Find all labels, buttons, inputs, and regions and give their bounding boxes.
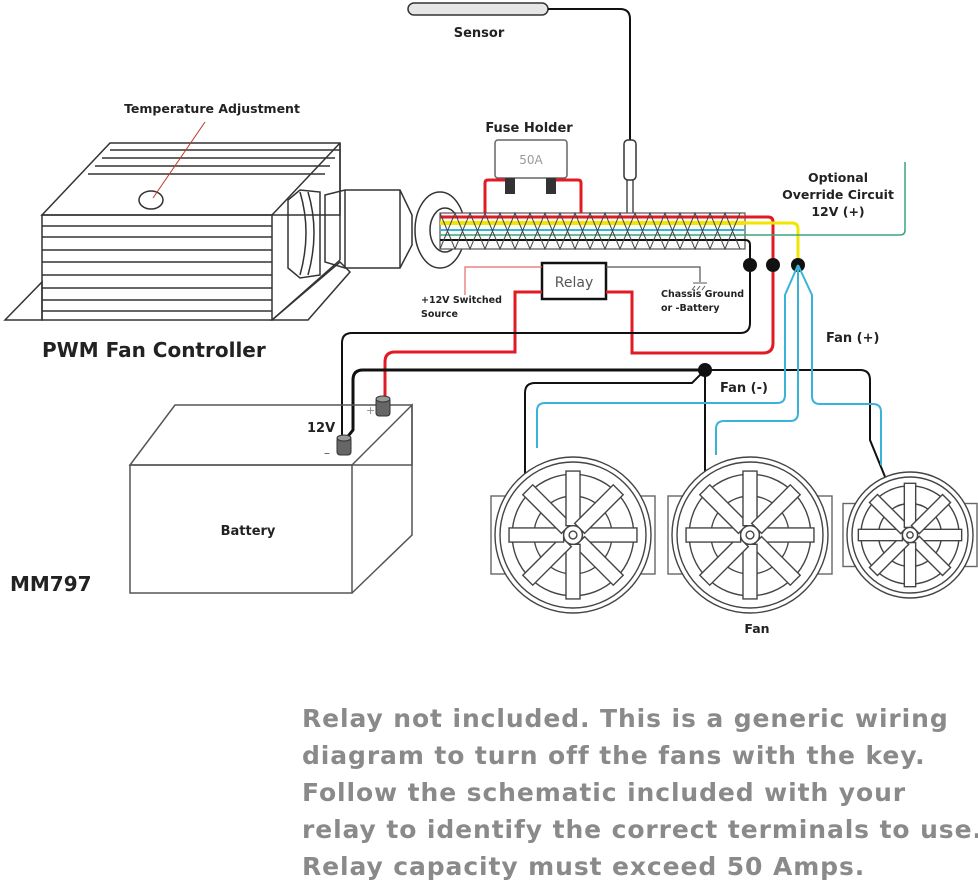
- ground-wire-exit: [744, 239, 751, 265]
- switched-source-label-line2: Source: [421, 309, 458, 320]
- override-label-line1: Optional: [808, 170, 868, 185]
- battery-plus-label: +: [366, 404, 375, 417]
- caption-line: Relay not included. This is a generic wi…: [302, 704, 949, 733]
- battery-minus-label: –: [324, 446, 330, 460]
- relay-box: [540, 261, 608, 301]
- override-label-line2: Override Circuit: [782, 187, 894, 202]
- sensor-label: Sensor: [454, 26, 505, 41]
- battery: [128, 403, 413, 594]
- controller-ground-wire: [341, 272, 751, 440]
- relay-to-controller-wire: [606, 272, 775, 355]
- fan-label: Fan: [744, 621, 769, 636]
- override-label-line3: 12V (+): [811, 204, 864, 219]
- fan-positive-label: Fan (+): [826, 331, 879, 346]
- caption-line: relay to identify the correct terminals …: [302, 815, 978, 844]
- fan-3: [842, 471, 978, 599]
- disclaimer-caption: Relay not included. This is a generic wi…: [302, 700, 978, 885]
- temperature-sensor: [407, 2, 637, 230]
- battery-voltage-label: 12V: [307, 421, 335, 436]
- ground-label-line1: Chassis Ground: [661, 289, 744, 300]
- fan3-ground-wire: [705, 369, 909, 534]
- wiring-diagram: Sensor Temperature Adjustment: [3, 2, 978, 636]
- temperature-adjustment-label: Temperature Adjustment: [124, 101, 300, 116]
- wire-harness: [439, 211, 746, 251]
- chassis-ground-icon: [691, 282, 707, 291]
- fan2-positive-wire: [715, 265, 799, 455]
- fuse-holder-label: Fuse Holder: [485, 121, 573, 136]
- relay-label: Relay: [555, 275, 593, 291]
- ground-connector: [743, 258, 757, 272]
- fan1-ground-wire: [524, 369, 706, 534]
- temperature-adjustment-knob: [138, 190, 164, 210]
- temperature-adjustment-leader: [152, 121, 206, 199]
- fan-negative-label: Fan (-): [720, 381, 768, 396]
- switched-source-label-line1: +12V Switched: [421, 295, 502, 306]
- battery-label: Battery: [221, 524, 276, 539]
- fan-2: [667, 456, 833, 614]
- controller-label: PWM Fan Controller: [42, 338, 266, 362]
- power-connector: [766, 258, 780, 272]
- fan3-positive-wire: [797, 264, 882, 465]
- fan-1: [490, 456, 656, 614]
- switched-source-wire: [464, 266, 542, 295]
- override-wire: [745, 162, 906, 236]
- battery-positive-terminal: [375, 395, 391, 417]
- battery-positive-wire: [383, 290, 542, 400]
- signal-wire-exit: [745, 221, 800, 265]
- fuse-holder: [483, 139, 583, 213]
- ground-label-line2: or -Battery: [661, 303, 720, 314]
- relay-ground-wire: [606, 266, 701, 282]
- battery-negative-terminal: [336, 434, 352, 456]
- model-label: MM797: [10, 572, 92, 596]
- pwm-fan-controller: [3, 142, 466, 321]
- caption-line: diagram to turn off the fans with the ke…: [302, 741, 926, 770]
- caption-line: Relay capacity must exceed 50 Amps.: [302, 852, 866, 881]
- fuse-rating-label: 50A: [519, 153, 543, 167]
- fan1-positive-wire: [536, 264, 799, 448]
- caption-line: Follow the schematic included with your: [302, 778, 906, 807]
- battery-negative-wire: [343, 368, 705, 441]
